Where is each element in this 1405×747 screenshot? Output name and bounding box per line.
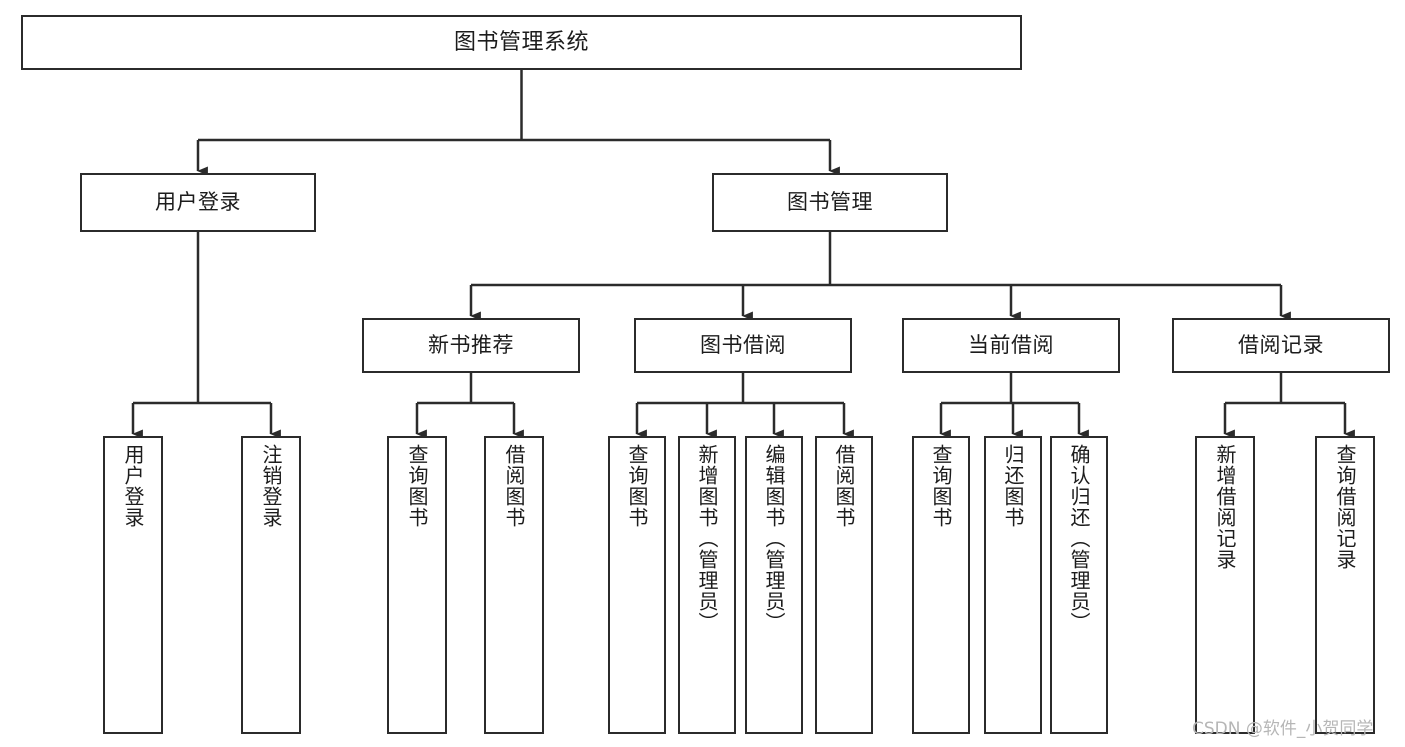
- node-c1[interactable]: 查询图书: [912, 436, 970, 734]
- node-label: 用户登录: [121, 444, 145, 528]
- node-bookmgmt[interactable]: 图书管理: [712, 173, 948, 232]
- node-login[interactable]: 用户登录: [80, 173, 316, 232]
- node-label: 查询图书: [405, 444, 429, 528]
- node-label: 查询图书: [929, 444, 953, 528]
- node-records[interactable]: 借阅记录: [1172, 318, 1390, 373]
- node-c3[interactable]: 确认归还（管理员）: [1050, 436, 1108, 734]
- node-label: 查询图书: [625, 444, 649, 528]
- node-b3[interactable]: 编辑图书（管理员）: [745, 436, 803, 734]
- node-label: 图书管理: [787, 190, 873, 215]
- node-newbook[interactable]: 新书推荐: [362, 318, 580, 373]
- node-label: 注销登录: [259, 444, 283, 528]
- node-root[interactable]: 图书管理系统: [21, 15, 1022, 70]
- node-label: 借阅记录: [1238, 333, 1324, 358]
- node-l2[interactable]: 注销登录: [241, 436, 301, 734]
- node-b1[interactable]: 查询图书: [608, 436, 666, 734]
- node-label: 新增借阅记录: [1213, 444, 1237, 570]
- node-borrow[interactable]: 图书借阅: [634, 318, 852, 373]
- node-label: 新增图书（管理员）: [695, 444, 719, 633]
- node-label: 当前借阅: [968, 333, 1054, 358]
- node-label: 用户登录: [155, 190, 241, 215]
- node-label: 归还图书: [1001, 444, 1025, 528]
- node-label: 图书管理系统: [453, 29, 589, 55]
- node-c2[interactable]: 归还图书: [984, 436, 1042, 734]
- node-current[interactable]: 当前借阅: [902, 318, 1120, 373]
- node-l1[interactable]: 用户登录: [103, 436, 163, 734]
- node-r1[interactable]: 新增借阅记录: [1195, 436, 1255, 734]
- node-label: 查询借阅记录: [1333, 444, 1357, 570]
- node-label: 新书推荐: [428, 333, 514, 358]
- node-b2[interactable]: 新增图书（管理员）: [678, 436, 736, 734]
- node-label: 借阅图书: [832, 444, 856, 528]
- node-label: 图书借阅: [700, 333, 786, 358]
- watermark: CSDN @软件_小贺同学: [1192, 719, 1374, 739]
- node-n2[interactable]: 借阅图书: [484, 436, 544, 734]
- node-n1[interactable]: 查询图书: [387, 436, 447, 734]
- node-label: 确认归还（管理员）: [1067, 444, 1091, 633]
- node-r2[interactable]: 查询借阅记录: [1315, 436, 1375, 734]
- node-label: 借阅图书: [502, 444, 526, 528]
- node-label: 编辑图书（管理员）: [762, 444, 786, 633]
- node-b4[interactable]: 借阅图书: [815, 436, 873, 734]
